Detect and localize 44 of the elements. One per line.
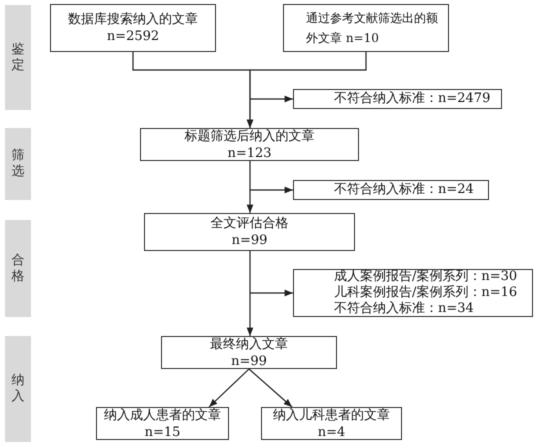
count-text: n=99	[231, 352, 267, 370]
process-box	[283, 4, 449, 52]
stage-band	[5, 5, 31, 110]
exclusion-box	[293, 269, 533, 317]
box-title: 数据库搜索纳入的文章	[68, 11, 198, 28]
exclusion-text: 不符合纳入标准：n=2479	[334, 91, 492, 107]
process-box	[140, 128, 359, 161]
arrow	[246, 161, 254, 213]
process-box	[50, 4, 216, 52]
process-box	[144, 213, 355, 251]
exclusion-text: 儿科案例报告/案例系列：n=16	[334, 285, 518, 301]
process-box	[96, 407, 229, 440]
stage-label: 合格	[12, 252, 24, 284]
exclusion-box	[293, 89, 502, 109]
stage-label: 筛选	[12, 148, 24, 180]
arrow	[208, 368, 250, 408]
count-text: n=2592	[106, 28, 160, 45]
box-title: 全文评估合格	[210, 215, 288, 232]
exclusion-text: 不符合纳入标准：n=34	[334, 301, 475, 317]
arrow	[250, 186, 293, 194]
box-title: 最终纳入文章	[210, 336, 288, 352]
count-text: n=15	[144, 424, 180, 440]
count-text: n=99	[232, 232, 268, 249]
process-box	[161, 336, 337, 369]
box-title: 通过参考文献筛选出的额外文章 n=10	[306, 10, 439, 47]
stage-label: 纳入	[12, 373, 24, 405]
arrow	[248, 368, 292, 408]
box-title: 纳入成人患者的文章	[104, 406, 221, 424]
stage-band	[5, 128, 31, 200]
arrow	[250, 96, 293, 102]
arrow	[246, 251, 254, 336]
box-title: 纳入儿科患者的文章	[273, 406, 390, 424]
exclusion-text: 不符合纳入标准：n=24	[334, 182, 475, 198]
stage-band	[5, 220, 31, 317]
count-text: n=4	[318, 424, 346, 440]
process-box	[261, 407, 402, 440]
arrow	[250, 290, 293, 296]
stage-label: 鉴定	[12, 42, 24, 74]
arrow	[246, 52, 367, 128]
exclusion-text: 成人案例报告/案例系列：n=30	[334, 269, 518, 285]
stage-band	[5, 336, 31, 442]
exclusion-box	[293, 180, 489, 200]
count-text: n=123	[227, 144, 272, 162]
box-title: 标题筛选后纳入的文章	[184, 128, 314, 144]
